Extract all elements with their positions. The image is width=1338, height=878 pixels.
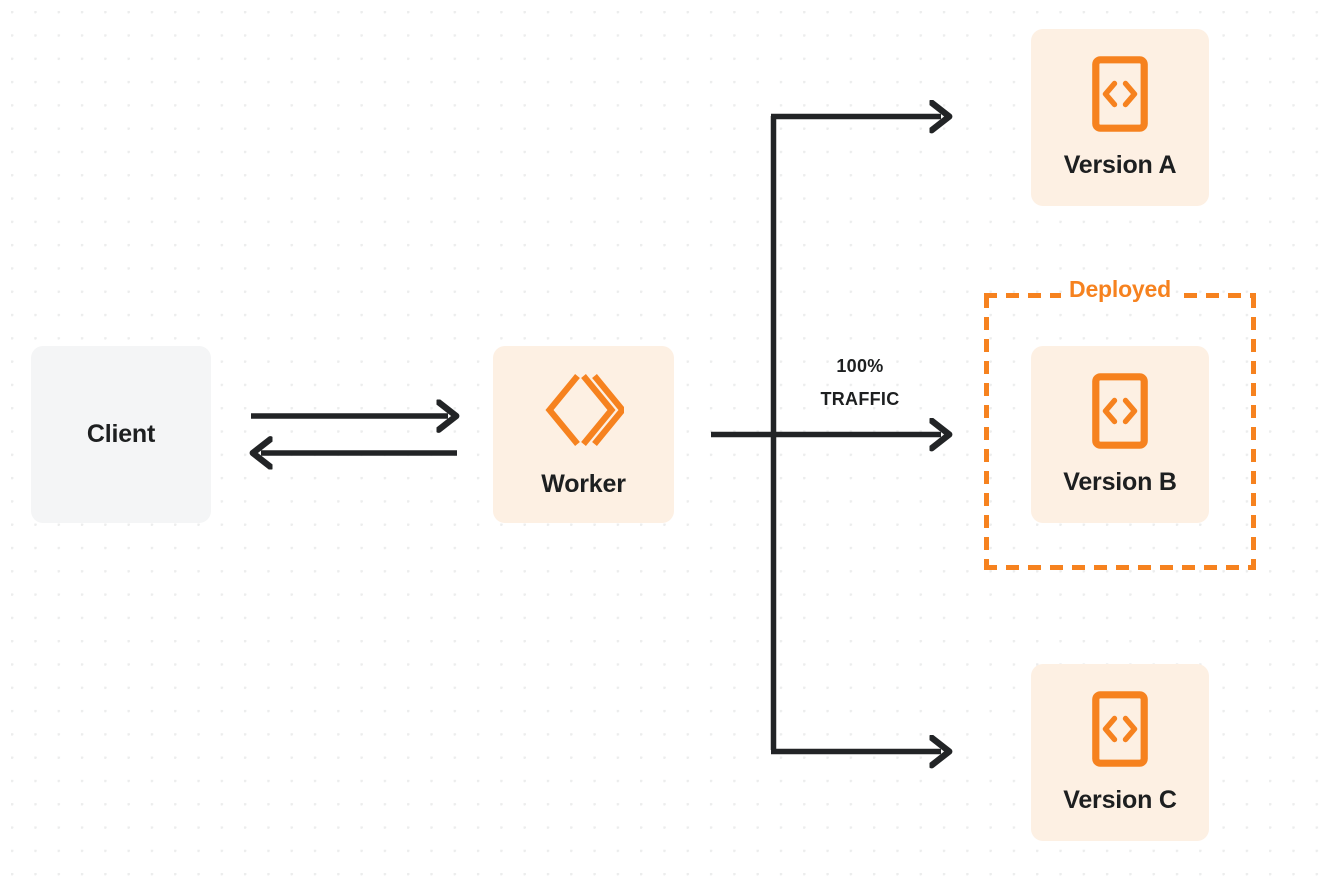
traffic-word: TRAFFIC xyxy=(820,389,900,409)
traffic-percent: 100% xyxy=(836,356,884,376)
workers-logo-icon xyxy=(544,371,627,454)
traffic-share-label: 100% TRAFFIC xyxy=(784,350,936,416)
node-version-c-label: Version C xyxy=(1063,785,1177,814)
node-version-b[interactable]: Version B xyxy=(1031,346,1209,523)
node-client-label: Client xyxy=(86,420,156,448)
code-brackets-icon xyxy=(1092,690,1148,772)
node-worker-label: Worker xyxy=(541,469,626,498)
node-worker[interactable]: Worker xyxy=(493,346,674,523)
node-version-c[interactable]: Version C xyxy=(1031,664,1209,841)
code-brackets-icon xyxy=(1092,372,1148,454)
node-version-a-label: Version A xyxy=(1063,150,1177,179)
node-version-a[interactable]: Version A xyxy=(1031,29,1209,206)
deployed-dashed-border xyxy=(984,293,1256,570)
code-brackets-icon xyxy=(1092,55,1148,137)
node-client[interactable]: Client xyxy=(31,346,211,523)
node-version-b-label: Version B xyxy=(1063,467,1177,496)
deployed-group-label: Deployed xyxy=(1069,276,1171,302)
deployed-group: Deployed xyxy=(984,278,1256,570)
